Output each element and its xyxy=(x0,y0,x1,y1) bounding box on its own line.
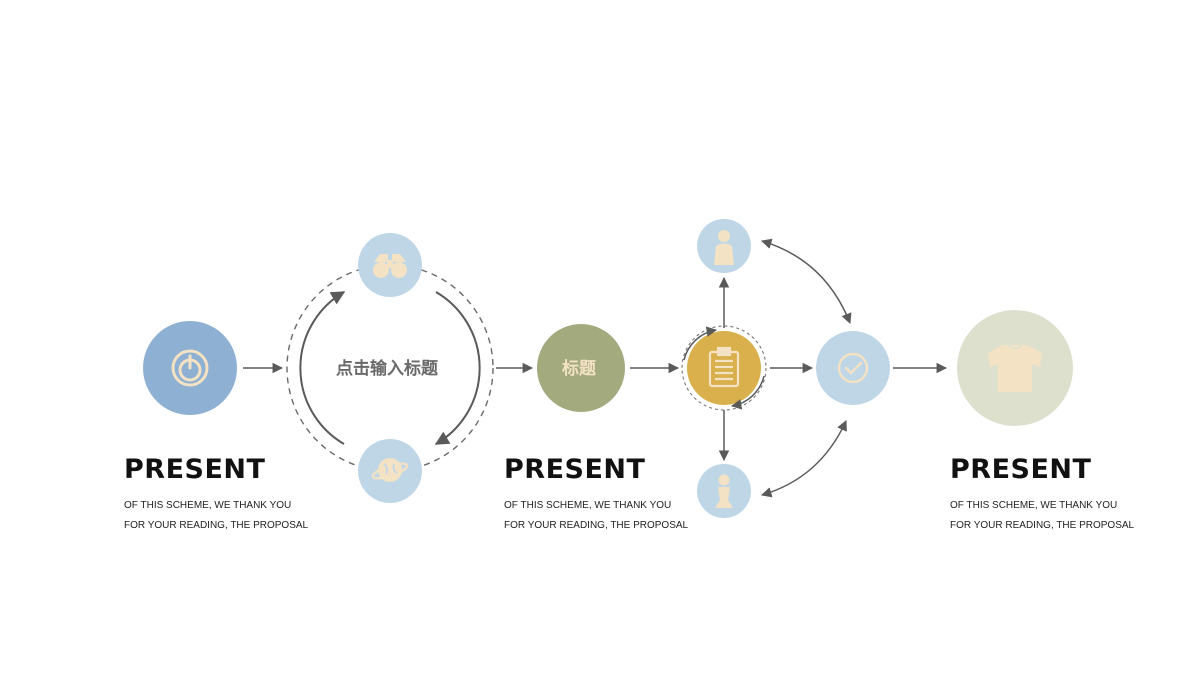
node-binoculars xyxy=(358,233,422,297)
loop-arrow-left xyxy=(299,291,346,445)
section-3-description: OF THIS SCHEME, WE THANK YOU FOR YOUR RE… xyxy=(950,496,1134,536)
section-1-line-2: FOR YOUR READING, THE PROPOSAL xyxy=(124,520,309,531)
arrow-check-person-bottom xyxy=(760,420,847,498)
loop-arrow-right xyxy=(434,291,481,445)
section-2-title: PRESENT xyxy=(504,454,646,485)
section-3-title: PRESENT xyxy=(950,454,1092,485)
section-1-line-1: OF THIS SCHEME, WE THANK YOU xyxy=(124,500,292,511)
node-clipboard-hub xyxy=(681,325,767,411)
node-title: 标题 xyxy=(537,324,625,412)
section-2-line-1: OF THIS SCHEME, WE THANK YOU xyxy=(504,500,672,511)
node-globe xyxy=(358,439,422,503)
node-shirt xyxy=(957,310,1073,426)
node-person-bottom xyxy=(697,464,751,518)
person-icon xyxy=(714,230,734,265)
section-3-line-2: FOR YOUR READING, THE PROPOSAL xyxy=(950,520,1135,531)
shirt-icon xyxy=(988,344,1042,392)
node-title-label: 标题 xyxy=(562,358,597,379)
power-icon xyxy=(171,349,209,387)
node-power xyxy=(143,321,237,415)
loop-title: 点击输入标题 xyxy=(336,358,439,379)
section-3-line-1: OF THIS SCHEME, WE THANK YOU xyxy=(950,500,1118,511)
section-2-description: OF THIS SCHEME, WE THANK YOU FOR YOUR RE… xyxy=(504,496,688,536)
check-icon xyxy=(837,352,869,384)
globe-icon xyxy=(371,458,409,482)
section-1-description: OF THIS SCHEME, WE THANK YOU FOR YOUR RE… xyxy=(124,496,308,536)
node-person-top xyxy=(697,219,751,273)
node-check xyxy=(816,331,890,405)
binoculars-icon xyxy=(373,254,407,278)
section-1-title: PRESENT xyxy=(124,454,266,485)
section-2-line-2: FOR YOUR READING, THE PROPOSAL xyxy=(504,520,689,531)
arrow-person-check-top xyxy=(760,238,852,324)
chess-piece-icon xyxy=(715,474,733,508)
clipboard-icon xyxy=(708,346,740,388)
